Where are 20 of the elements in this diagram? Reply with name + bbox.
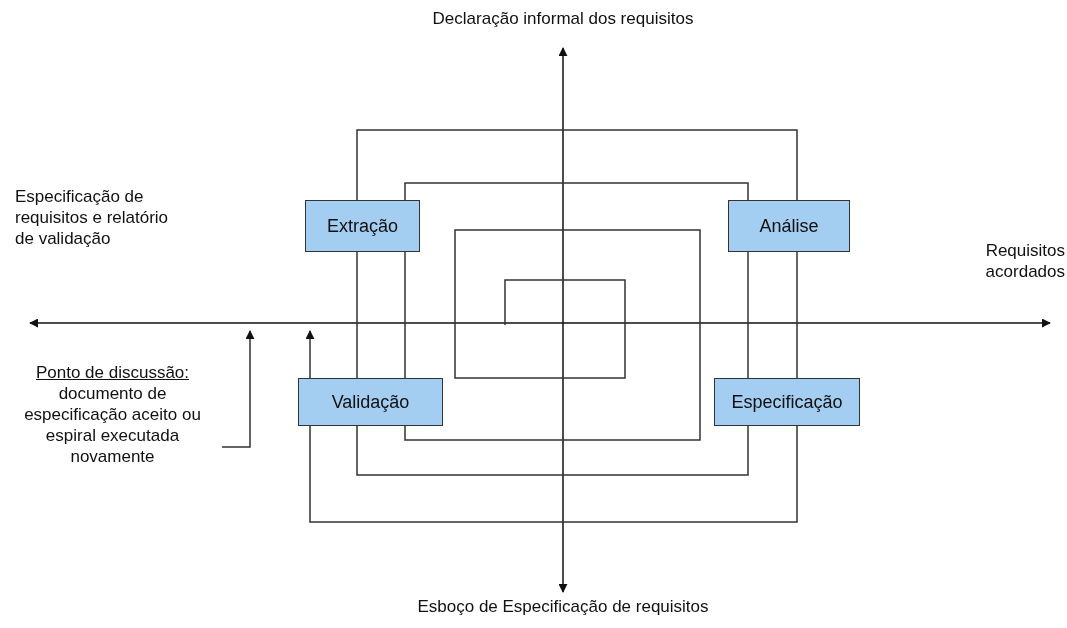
spiral-line (356, 251, 358, 379)
leader-line (221, 330, 255, 448)
spiral-line (404, 251, 406, 379)
process-box: Validação (298, 378, 443, 426)
note-heading: Ponto de discussão: (34, 362, 191, 383)
spiral-line (356, 425, 749, 476)
spiral-line (356, 129, 798, 201)
axis-label: Requisitos acordados (984, 240, 1065, 282)
spiral-line (747, 251, 749, 379)
process-box: Especificação (714, 378, 860, 426)
process-box: Análise (728, 200, 850, 252)
axis-label: Esboço de Especificação de requisitos (416, 596, 710, 617)
axis-label: Declaração informal dos requisitos (431, 8, 695, 29)
axis-label: Especificação de requisitos e relatório de validação (15, 186, 170, 249)
arrow (305, 330, 315, 379)
spiral-line (404, 182, 749, 201)
spiral-line (309, 425, 798, 523)
note-text: documento de especificação aceito ou espiral executada novamente (23, 383, 202, 467)
spiral-line (796, 251, 798, 379)
process-box: Extração (305, 200, 420, 252)
